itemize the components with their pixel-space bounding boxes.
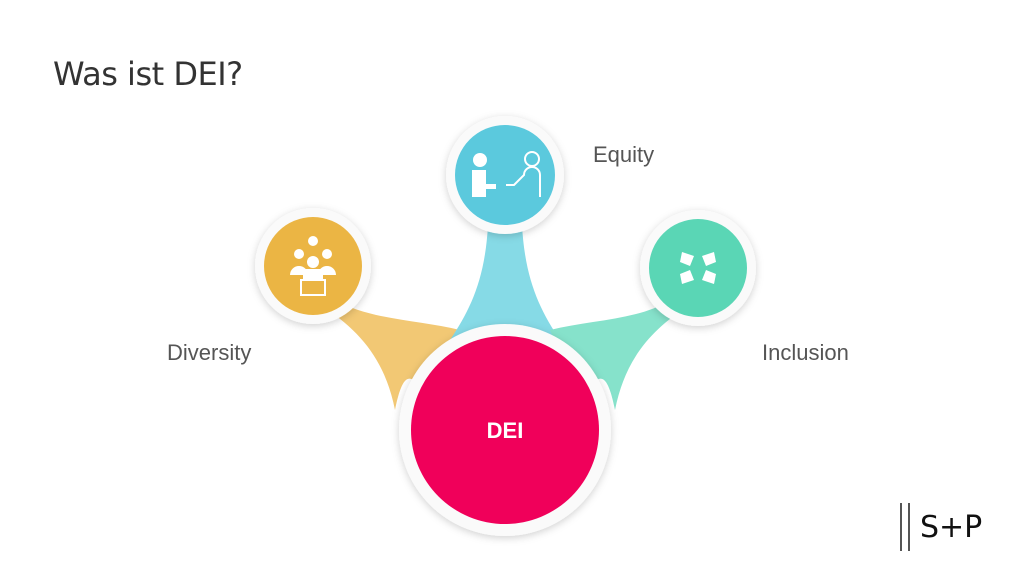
connector-equity [450,225,560,340]
label-diversity: Diversity [167,340,252,365]
handshake-icon [472,151,541,197]
page-title: Was ist DEI? [53,55,243,94]
label-equity: Equity [593,142,655,167]
node-diversity [255,208,371,324]
logo-text: S+P [920,510,983,545]
team-idea-icon [290,236,336,296]
label-inclusion: Inclusion [762,340,849,365]
node-equity [446,116,564,234]
node-inclusion [640,210,756,326]
company-logo: S+P [898,503,988,553]
center-node-dei [399,324,611,536]
joined-hands-icon [680,252,716,284]
center-label: DEI [486,418,524,443]
